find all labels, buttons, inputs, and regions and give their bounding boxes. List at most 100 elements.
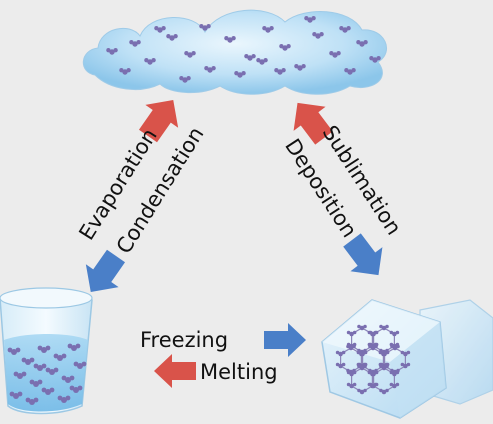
- molecule: [41, 363, 47, 369]
- molecule: [363, 40, 368, 45]
- molecule: [33, 363, 39, 369]
- molecule: [363, 364, 367, 369]
- molecule: [169, 35, 175, 41]
- molecule: [346, 330, 351, 335]
- molecule: [356, 350, 361, 355]
- molecule: [234, 71, 239, 76]
- molecule: [251, 54, 256, 59]
- molecule: [241, 71, 246, 76]
- molecule: [182, 77, 188, 83]
- molecule: [356, 40, 361, 45]
- molecule: [341, 350, 346, 355]
- molecule: [332, 52, 338, 58]
- molecule: [157, 27, 163, 33]
- molecule: [390, 344, 394, 349]
- molecule: [342, 27, 348, 33]
- molecule: [49, 387, 55, 393]
- molecule: [374, 344, 378, 349]
- molecule: [371, 331, 376, 337]
- molecule: [17, 391, 23, 397]
- molecule: [338, 363, 343, 369]
- molecule: [277, 69, 283, 75]
- molecule: [173, 34, 178, 39]
- molecule: [376, 56, 381, 61]
- molecule: [263, 58, 268, 63]
- molecule: [13, 371, 19, 377]
- molecule: [374, 330, 379, 335]
- molecule: [352, 344, 356, 349]
- molecule: [41, 387, 47, 393]
- molecule: [312, 32, 317, 37]
- molecule: [73, 361, 79, 367]
- molecule: [132, 41, 138, 47]
- molecule: [335, 350, 340, 355]
- molecule: [395, 382, 400, 387]
- molecule: [204, 66, 209, 71]
- molecule: [67, 343, 73, 349]
- molecule: [166, 34, 171, 39]
- molecule: [385, 364, 389, 369]
- molecule: [369, 56, 374, 61]
- molecule: [335, 362, 340, 367]
- molecule: [247, 55, 253, 61]
- molecule: [41, 347, 47, 353]
- molecule: [363, 324, 367, 329]
- molecule: [406, 350, 411, 355]
- molecule: [211, 66, 216, 71]
- molecule: [374, 370, 379, 375]
- molecule: [346, 382, 351, 387]
- molecule: [154, 26, 159, 31]
- molecule: [385, 388, 389, 393]
- melting-arrow: [154, 354, 196, 388]
- molecule: [379, 388, 383, 393]
- molecule: [372, 57, 378, 63]
- molecule: [37, 365, 43, 371]
- molecule: [184, 51, 189, 56]
- ice-cube-icon: [321, 299, 493, 419]
- molecule: [109, 49, 115, 55]
- molecule: [81, 361, 87, 367]
- molecule: [346, 26, 351, 31]
- molecule: [362, 350, 367, 355]
- molecule: [329, 51, 334, 56]
- molecule: [279, 44, 284, 49]
- molecule: [11, 349, 17, 355]
- molecule: [37, 379, 43, 385]
- condensation-arrow: [85, 249, 126, 293]
- molecule: [311, 16, 316, 21]
- molecule: [349, 331, 354, 337]
- molecule: [359, 365, 365, 371]
- molecule: [13, 393, 19, 399]
- molecule: [392, 331, 397, 337]
- molecule: [368, 330, 373, 335]
- sublimation-arrow: [293, 102, 333, 145]
- molecule: [359, 325, 365, 331]
- melting-label: Melting: [200, 360, 278, 384]
- molecule: [392, 345, 398, 351]
- molecule: [374, 382, 379, 387]
- molecule: [389, 330, 394, 335]
- molecule: [319, 32, 324, 37]
- molecule: [179, 76, 184, 81]
- molecule: [346, 370, 351, 375]
- molecule: [379, 364, 383, 369]
- molecule: [352, 330, 357, 335]
- molecule: [371, 371, 376, 377]
- molecule: [7, 347, 13, 353]
- molecule: [71, 345, 77, 351]
- molecule: [389, 370, 394, 375]
- molecule: [379, 324, 383, 329]
- evaporation-arrow: [138, 99, 179, 143]
- molecule: [382, 351, 387, 357]
- molecule: [69, 385, 75, 391]
- molecule: [57, 395, 63, 401]
- molecule: [207, 67, 213, 73]
- molecule: [363, 388, 367, 393]
- molecule: [370, 345, 376, 351]
- molecule: [106, 48, 111, 53]
- molecule: [65, 395, 71, 401]
- molecule: [352, 382, 357, 387]
- freezing-label: Freezing: [140, 328, 228, 352]
- molecule: [348, 345, 354, 351]
